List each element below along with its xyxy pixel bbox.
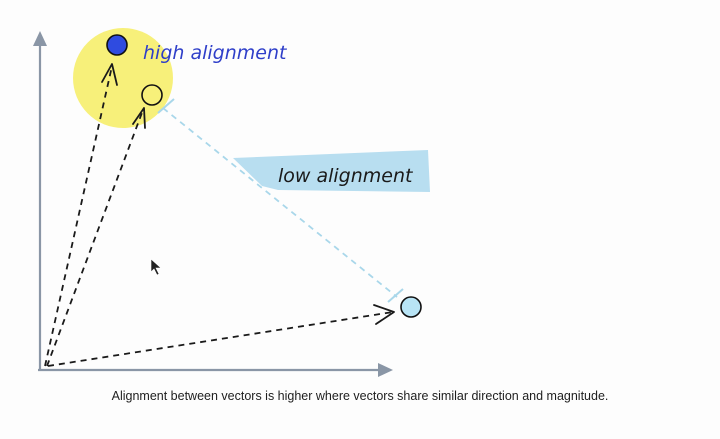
alignment-connector-line <box>162 107 398 298</box>
diagram-caption: Alignment between vectors is higher wher… <box>111 389 609 403</box>
low-alignment-label: low alignment <box>278 165 414 187</box>
high-alignment-point-open <box>141 84 163 106</box>
vector-low <box>47 311 394 367</box>
mouse-pointer-icon <box>150 258 162 276</box>
vector-high-2-arrowhead <box>132 107 146 129</box>
x-axis-arrowhead <box>378 363 393 377</box>
connector-end-tick-bottom <box>387 288 404 303</box>
vector-high-2 <box>46 109 144 367</box>
connector-end-tick-top <box>157 98 175 114</box>
vector-high-1-arrowhead <box>101 63 118 86</box>
high-alignment-highlight <box>73 28 173 128</box>
high-alignment-point-filled <box>106 34 128 56</box>
low-alignment-band <box>233 150 430 192</box>
low-alignment-point <box>400 296 422 318</box>
high-alignment-label: high alignment <box>143 42 288 64</box>
y-axis-arrowhead <box>33 31 47 46</box>
vector-high-1 <box>44 65 113 367</box>
vector-low-arrowhead <box>373 304 395 325</box>
